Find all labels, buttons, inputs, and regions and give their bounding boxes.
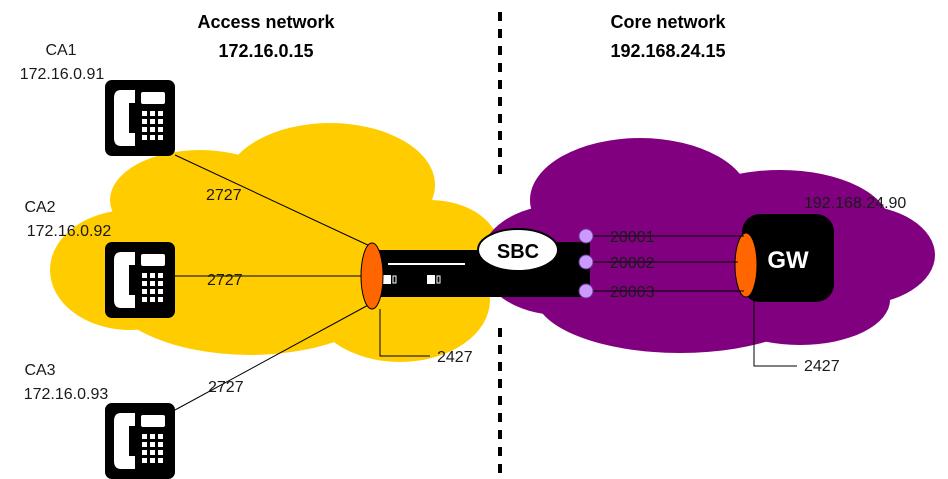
- sbc-port-dot-1: [578, 228, 594, 244]
- sbc-port-dot-2: [578, 254, 594, 270]
- sbc-port-3: 20003: [610, 284, 655, 301]
- ca2-port: 2727: [207, 272, 243, 289]
- sbc-port-leader: [379, 309, 430, 357]
- core-network-ip: 192.168.24.15: [610, 41, 725, 61]
- core-network-title: Core network: [610, 12, 726, 32]
- gateway-label: GW: [767, 247, 809, 274]
- phone-icon: [105, 403, 175, 479]
- ca3-name: CA3: [24, 362, 55, 379]
- sbc-port-1: 20001: [610, 229, 655, 246]
- ca3-phone: [105, 403, 175, 479]
- gateway-ip: 192.168.24.90: [804, 195, 906, 212]
- ca3-link: [174, 302, 373, 411]
- ca3-ip: 172.16.0.93: [24, 386, 109, 403]
- sbc-port-2: 20002: [610, 255, 655, 272]
- ca1-link: [174, 154, 373, 248]
- sbc-bubble: [477, 228, 559, 272]
- ca2-name: CA2: [24, 199, 55, 216]
- access-network-title: Access network: [197, 12, 335, 32]
- sbc-label: SBC: [497, 241, 539, 263]
- sbc-port-label: 2427: [437, 349, 473, 366]
- phone-icon: [105, 242, 175, 318]
- ca3-port: 2727: [208, 379, 244, 396]
- access-network-ip: 172.16.0.15: [218, 41, 313, 61]
- gateway: GW: [742, 214, 834, 302]
- ca1-port: 2727: [206, 187, 242, 204]
- sbc-device-icon: [383, 275, 441, 284]
- ca1-name: CA1: [45, 42, 76, 59]
- gateway-port-leader: [753, 297, 797, 367]
- gateway-port-label: 2427: [804, 358, 840, 375]
- ca1-phone: [105, 80, 175, 156]
- phone-icon: [105, 80, 175, 156]
- ca1-ip: 172.16.0.91: [20, 66, 105, 83]
- gateway-endpoint: [734, 232, 758, 298]
- ca2-phone: [105, 242, 175, 318]
- sbc-device: SBC: [370, 228, 590, 297]
- sbc-port-dot-3: [578, 283, 594, 299]
- ca2-ip: 172.16.0.92: [27, 223, 112, 240]
- gateway-icon: [742, 214, 834, 302]
- sbc-access-endpoint: [360, 242, 384, 310]
